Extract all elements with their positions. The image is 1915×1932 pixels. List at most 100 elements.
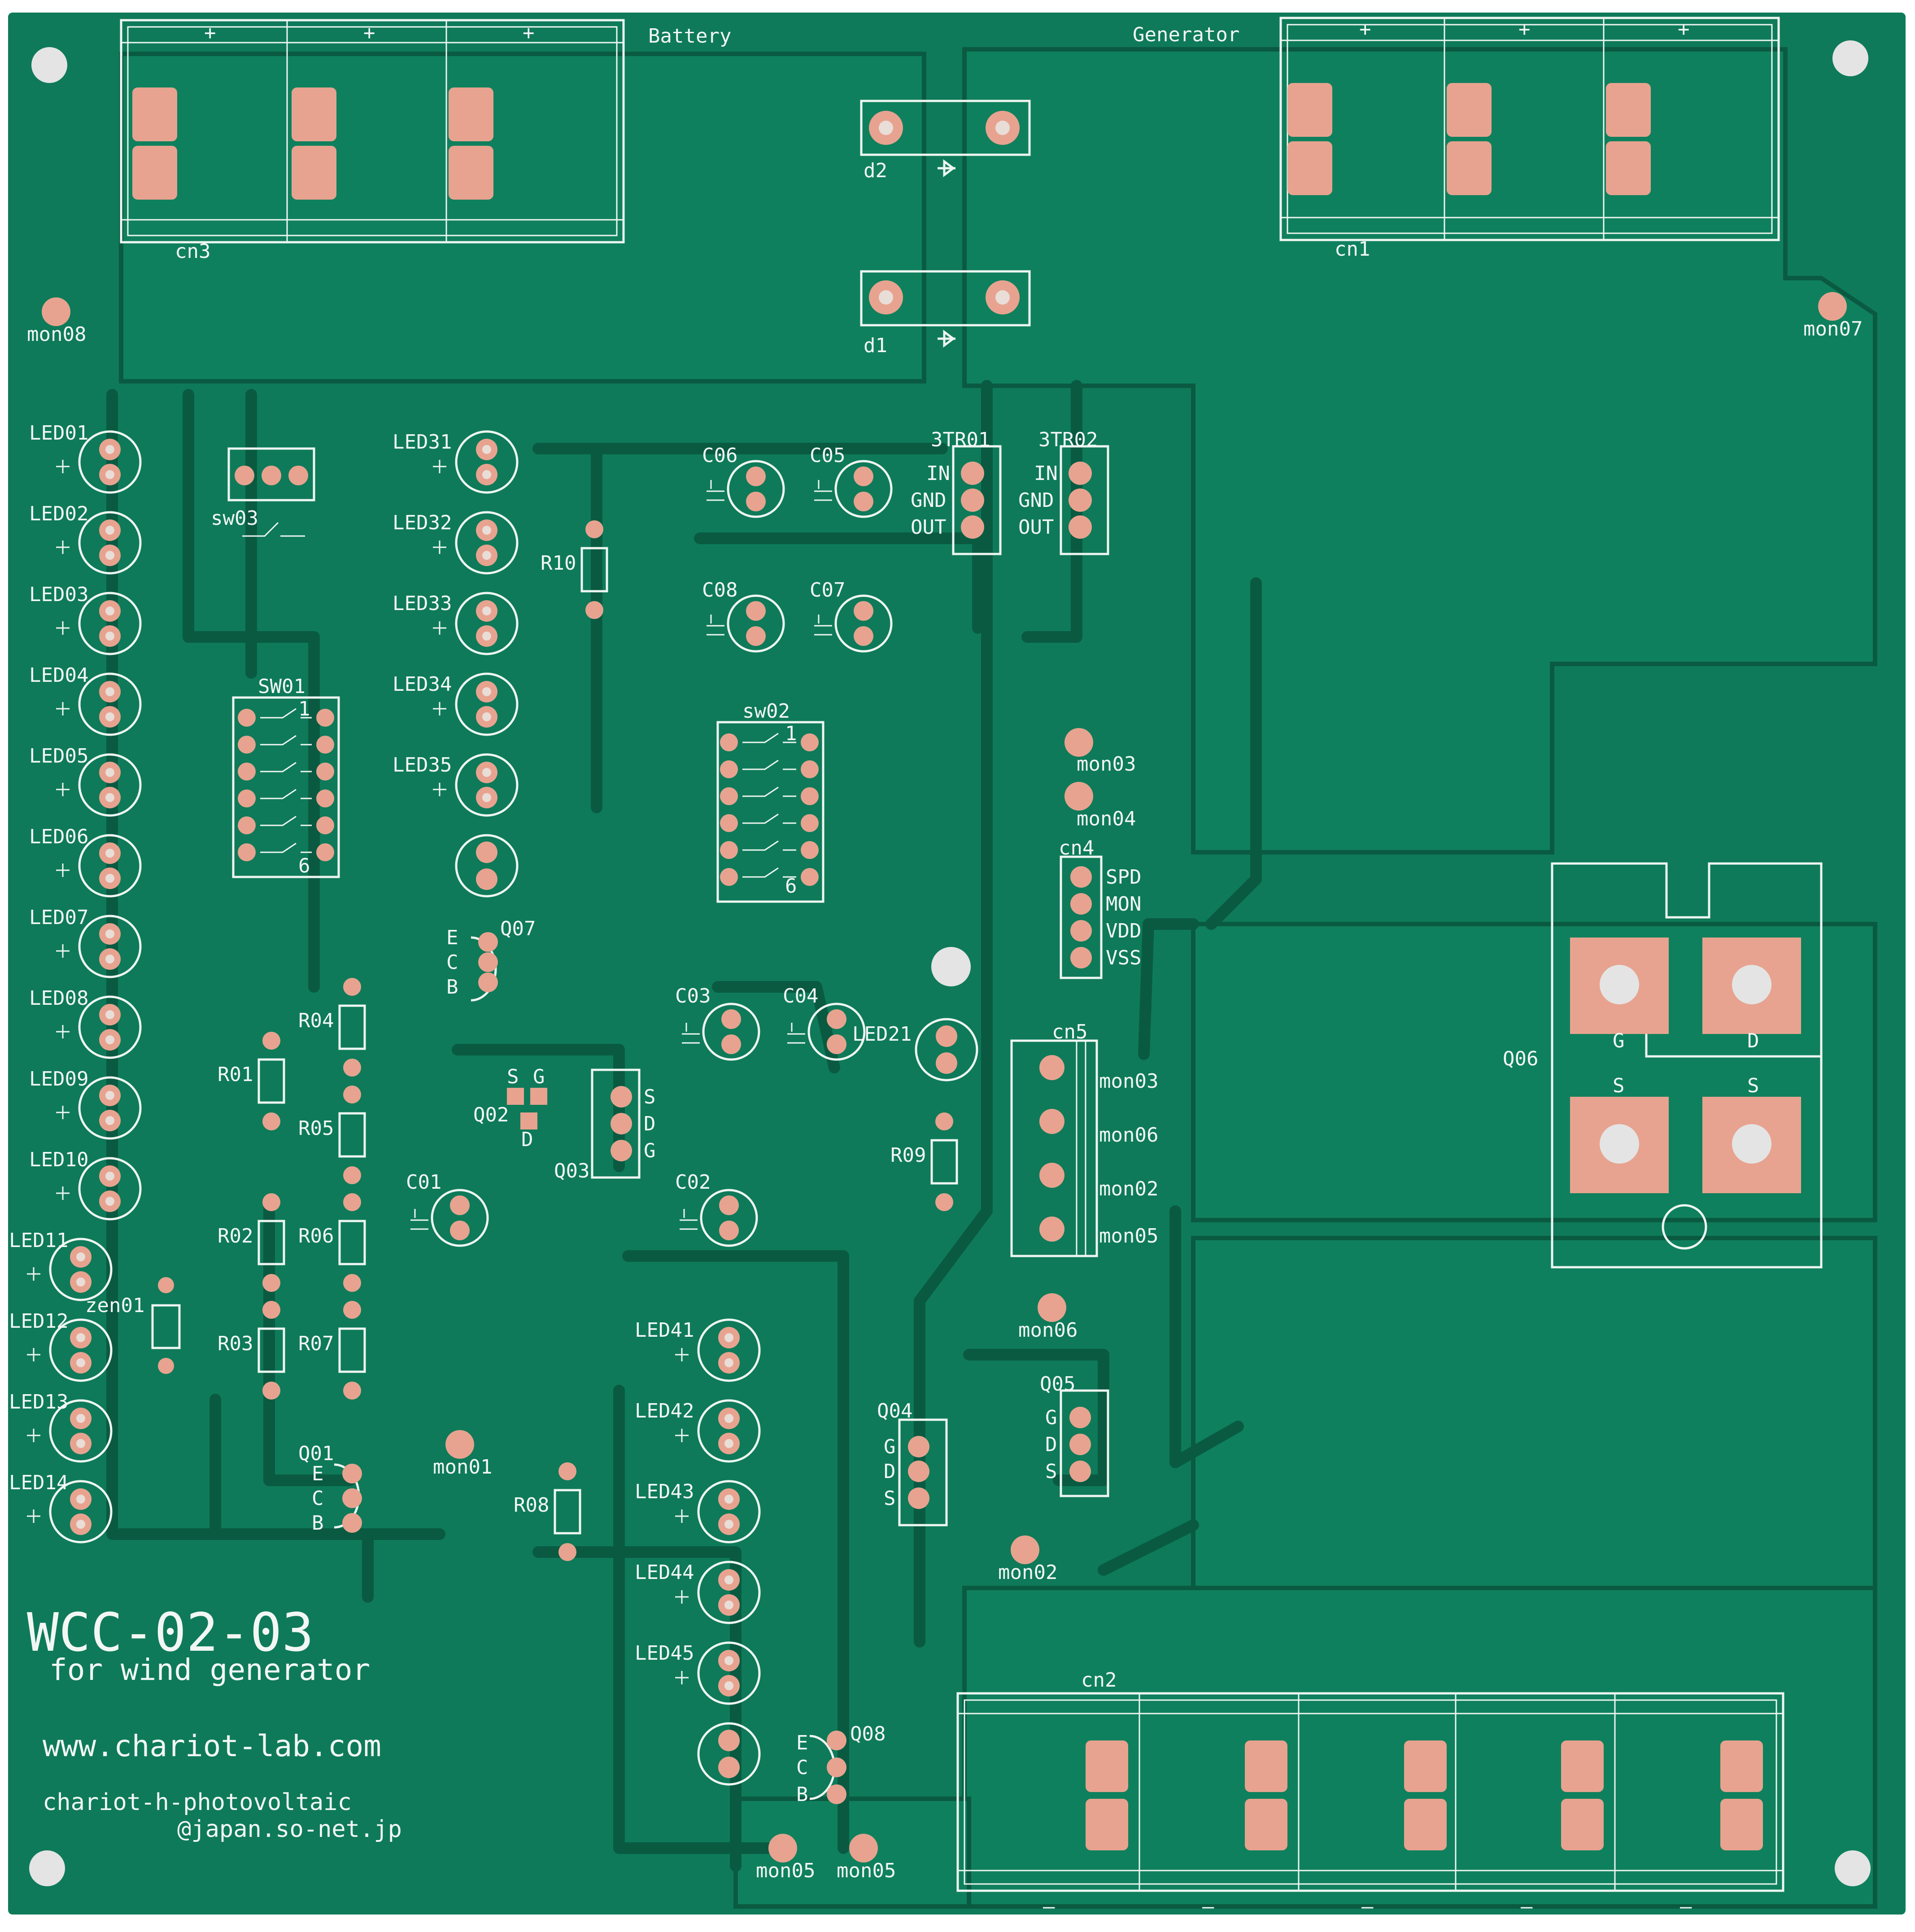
cn2-minus-1: – bbox=[1043, 1895, 1055, 1918]
switch-sw03: sw03 bbox=[211, 447, 315, 537]
led-led33: LED33 bbox=[393, 592, 519, 655]
board-email-line2: @japan.so-net.jp bbox=[177, 1816, 402, 1843]
led-label: LED06 bbox=[29, 825, 88, 848]
q03-s: S bbox=[644, 1086, 656, 1108]
cn3-plus-3: + bbox=[523, 22, 535, 44]
regulator-3tr02: 3TR02 IN GND OUT bbox=[1018, 428, 1109, 555]
cn5-mon02: mon02 bbox=[1099, 1178, 1158, 1200]
sw02-pin1: 1 bbox=[785, 722, 797, 745]
cn5-mon05: mon05 bbox=[1099, 1225, 1158, 1247]
transistor-q08: Q08 E C B bbox=[796, 1723, 886, 1806]
led-label: LED42 bbox=[635, 1400, 694, 1422]
cn1-plus-1: + bbox=[1359, 18, 1371, 41]
mounting-hole-tr bbox=[1832, 40, 1868, 76]
r07-label: R07 bbox=[298, 1332, 334, 1355]
resistor-r04: R04 bbox=[298, 978, 366, 1077]
q02-label: Q02 bbox=[473, 1103, 509, 1126]
mon04-label: mon04 bbox=[1077, 807, 1136, 830]
cn2-label: cn2 bbox=[1081, 1669, 1117, 1692]
tr2-in: IN bbox=[1034, 462, 1058, 485]
mounting-holes bbox=[29, 40, 1871, 1886]
cn4-mon: MON bbox=[1106, 893, 1141, 916]
led-led14: LED14 bbox=[9, 1471, 113, 1544]
led-label: LED41 bbox=[635, 1319, 694, 1342]
q06-label: Q06 bbox=[1503, 1047, 1538, 1070]
connector-cn5: cn5 mon03 mon06 mon02 mon05 bbox=[1010, 1021, 1158, 1257]
capacitor-c02: C02 bbox=[675, 1171, 758, 1247]
q01-e: E bbox=[312, 1462, 324, 1485]
r04-label: R04 bbox=[298, 1009, 334, 1032]
mon05-label-2: mon05 bbox=[837, 1859, 896, 1882]
transistor-q04: Q04 G D S bbox=[877, 1400, 948, 1526]
led-led07: LED07 bbox=[29, 906, 142, 978]
led-label: LED01 bbox=[29, 422, 88, 445]
zener-zen01: zen01 bbox=[85, 1277, 181, 1374]
regulator-3tr01: 3TR01 IN GND OUT bbox=[911, 428, 1002, 555]
led-label: LED05 bbox=[29, 745, 88, 768]
q01-label: Q01 bbox=[298, 1442, 334, 1465]
q02-s: S bbox=[507, 1065, 519, 1088]
q03-label: Q03 bbox=[554, 1160, 589, 1182]
connector-cn2: cn2 – – – – – bbox=[956, 1669, 1784, 1918]
q06-d: D bbox=[1747, 1029, 1759, 1052]
led-label: LED08 bbox=[29, 987, 88, 1010]
led-label: LED43 bbox=[635, 1480, 694, 1503]
q04-d: D bbox=[884, 1460, 896, 1483]
sw02-pin6: 6 bbox=[785, 875, 797, 898]
q07-label: Q07 bbox=[500, 917, 536, 940]
cn4-spd: SPD bbox=[1106, 866, 1141, 889]
dip-switch-sw02: sw02 1 6 bbox=[716, 700, 824, 903]
resistor-r08: R08 bbox=[514, 1462, 581, 1561]
cn1-label: cn1 bbox=[1335, 238, 1370, 261]
transistor-q05: Q05 G D S bbox=[1040, 1373, 1109, 1497]
led-label: LED10 bbox=[29, 1148, 88, 1171]
cn2-minus-3: – bbox=[1361, 1895, 1374, 1918]
led-led32: LED32 bbox=[393, 511, 519, 575]
c08-label: C08 bbox=[702, 579, 737, 602]
cn5-mon03: mon03 bbox=[1099, 1070, 1158, 1093]
dip-switch-sw01: SW01 1 6 bbox=[232, 675, 340, 878]
q02-d: D bbox=[521, 1128, 533, 1151]
q07-c: C bbox=[446, 951, 458, 974]
zen01-label: zen01 bbox=[85, 1294, 144, 1317]
q06-s2: S bbox=[1747, 1074, 1759, 1097]
led-label: LED35 bbox=[393, 754, 452, 776]
sw01-pin6: 6 bbox=[298, 855, 310, 877]
c02-label: C02 bbox=[675, 1171, 711, 1194]
led-led09: LED09 bbox=[29, 1068, 142, 1140]
led-label: LED11 bbox=[9, 1229, 68, 1252]
led-led05: LED05 bbox=[29, 745, 142, 817]
resistor-r09: R09 bbox=[890, 1112, 958, 1211]
led-led01: LED01 bbox=[29, 422, 142, 494]
cn5-label: cn5 bbox=[1052, 1021, 1087, 1043]
led21-label: LED21 bbox=[852, 1023, 912, 1046]
mon05-label-1: mon05 bbox=[756, 1859, 815, 1882]
led-led02: LED02 bbox=[29, 502, 142, 575]
c07-label: C07 bbox=[810, 579, 845, 602]
connector-cn4: cn4 SPD MON VDD VSS bbox=[1059, 837, 1141, 979]
q01-c: C bbox=[312, 1487, 324, 1510]
q01-b: B bbox=[312, 1512, 324, 1535]
tr1-out: OUT bbox=[911, 516, 946, 539]
led-led13: LED13 bbox=[9, 1391, 113, 1463]
led-led03: LED03 bbox=[29, 583, 142, 655]
q08-e: E bbox=[796, 1731, 808, 1754]
q07-e: E bbox=[446, 926, 458, 949]
tr2-gnd: GND bbox=[1018, 489, 1054, 512]
q08-b: B bbox=[796, 1783, 808, 1806]
transistor-q01: Q01 E C B bbox=[298, 1442, 362, 1535]
sw03-label: sw03 bbox=[211, 507, 258, 530]
mounting-hole-center bbox=[931, 947, 971, 986]
mounting-hole-tl bbox=[31, 47, 67, 83]
r05-label: R05 bbox=[298, 1117, 334, 1140]
tr1-gnd: GND bbox=[911, 489, 946, 512]
board-email-line1: chariot-h-photovoltaic bbox=[43, 1789, 352, 1816]
mon02-label: mon02 bbox=[998, 1561, 1057, 1584]
r10-label: R10 bbox=[541, 552, 576, 575]
led-led11: LED11 bbox=[9, 1229, 113, 1301]
